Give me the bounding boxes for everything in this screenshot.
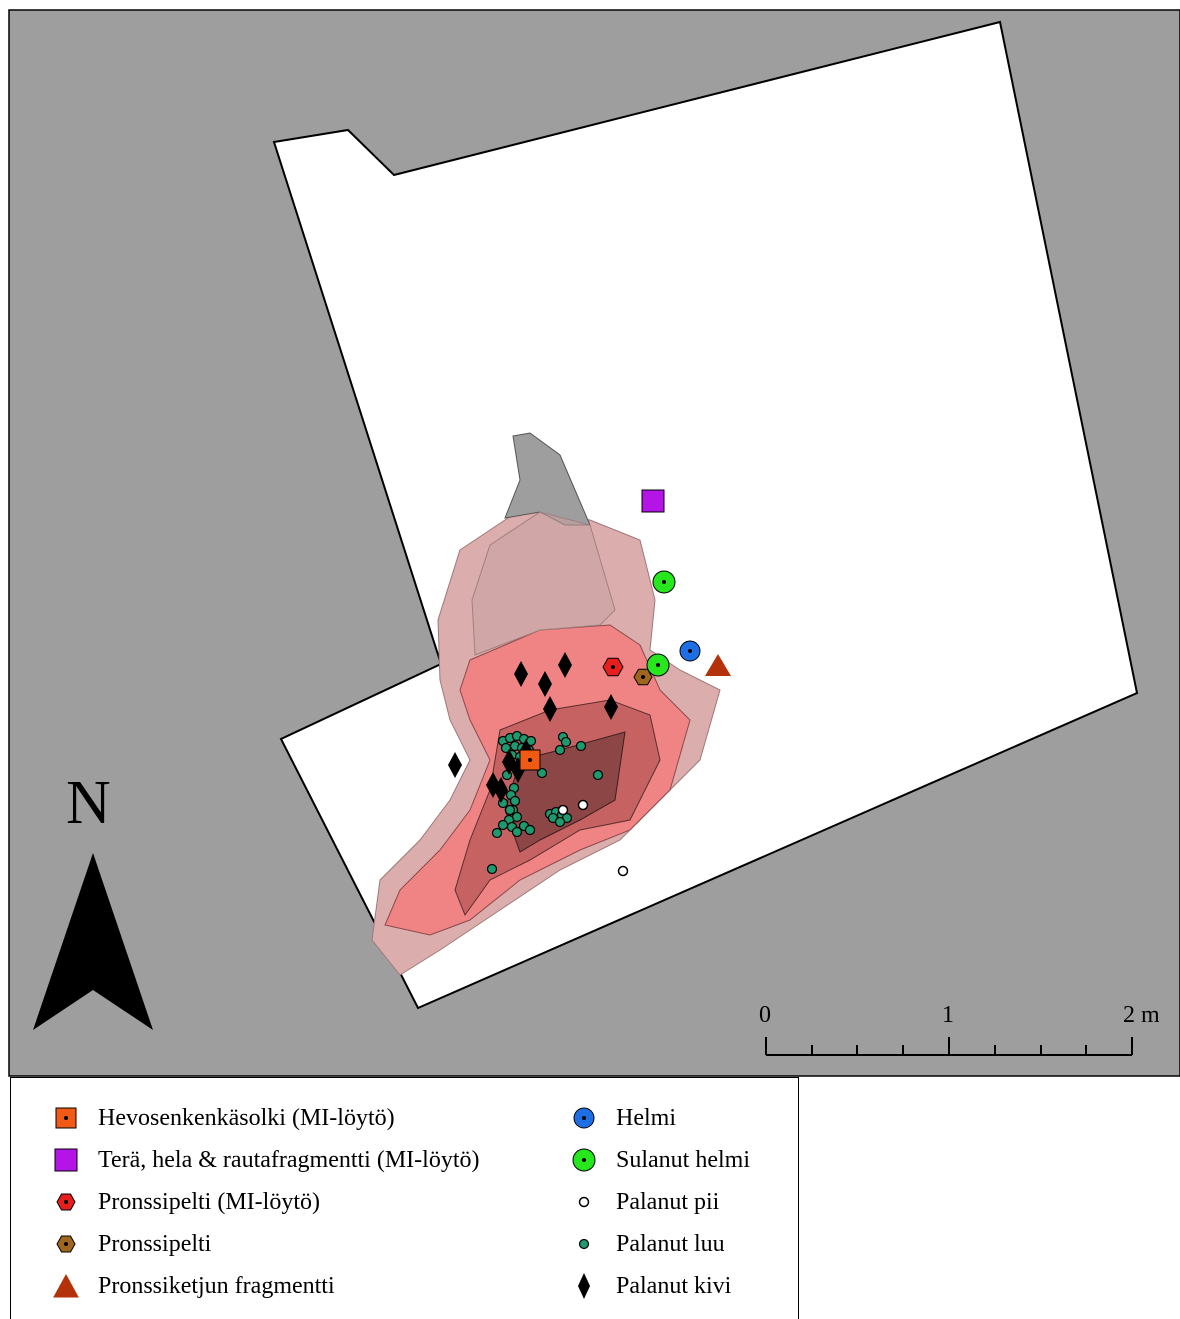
legend-item-pronssipelti: Pronssipelti: [46, 1224, 211, 1264]
burnt-stone-marker: [558, 652, 572, 678]
legend-label: Palanut luu: [616, 1230, 725, 1257]
bronze-chain-marker: [705, 654, 731, 676]
burnt-stone-marker: [604, 694, 618, 720]
scale-bar: [765, 1037, 1133, 1056]
legend-item-sulanut-helmi: Sulanut helmi: [564, 1140, 750, 1180]
black-diamond-icon: [578, 1273, 590, 1299]
legend-item-hevosenkenkasolki: Hevosenkenkäsolki (MI-löytö): [46, 1098, 395, 1138]
finds-layer: [448, 489, 731, 877]
north-label: N: [66, 769, 111, 837]
burnt-bone-marker: [554, 744, 566, 756]
scale-label-2: 2 m: [1123, 1002, 1160, 1028]
white-dot-icon: [578, 1196, 590, 1208]
burnt-bone-marker: [509, 795, 521, 807]
melted-bead-marker-center: [656, 663, 660, 667]
burnt-bone-marker: [486, 863, 498, 875]
burnt-stone-marker: [448, 752, 462, 778]
burnt-bone-marker: [592, 769, 604, 781]
stone-shadow: [471, 511, 616, 656]
legend: Hevosenkenkäsolki (MI-löytö) Terä, hela …: [10, 1077, 799, 1319]
burnt-bone-marker: [560, 736, 572, 748]
bead-marker-center: [688, 649, 692, 653]
burnt-bone-marker: [536, 767, 548, 779]
melted-bead-marker-center: [662, 580, 666, 584]
legend-label: Hevosenkenkäsolki (MI-löytö): [98, 1104, 395, 1131]
scale-label-1: 1: [942, 1002, 954, 1028]
scale-label-0: 0: [759, 1002, 771, 1028]
north-arrow-icon: [33, 853, 153, 1030]
burnt-bone-marker: [575, 740, 587, 752]
legend-item-helmi: Helmi: [564, 1098, 676, 1138]
red-hexagon-icon: [56, 1193, 76, 1211]
legend-label: Palanut pii: [616, 1188, 720, 1215]
bronze-sheet-marker-center: [641, 675, 645, 679]
burnt-stone-marker: [494, 777, 508, 803]
legend-item-tera-hela: Terä, hela & rautafragmentti (MI-löytö): [46, 1140, 480, 1180]
blue-circle-icon: [573, 1107, 595, 1129]
legend-item-palanut-luu: Palanut luu: [564, 1224, 725, 1264]
burnt-bone-marker: [524, 824, 536, 836]
legend-item-pronssiketjun: Pronssiketjun fragmentti: [46, 1266, 335, 1306]
burnt-bone-marker: [491, 827, 503, 839]
burnt-flint-marker: [617, 865, 629, 877]
legend-label: Helmi: [616, 1104, 676, 1131]
blade-mount-iron-marker: [641, 489, 665, 513]
burnt-bone-marker: [511, 826, 523, 838]
burnt-stone-marker: [543, 696, 557, 722]
burnt-bone-marker: [504, 804, 516, 816]
legend-label: Pronssipelti (MI-löytö): [98, 1188, 320, 1215]
legend-label: Pronssiketjun fragmentti: [98, 1272, 335, 1299]
burnt-stone-marker: [538, 671, 552, 697]
legend-label: Palanut kivi: [616, 1272, 732, 1299]
burnt-flint-marker: [577, 799, 589, 811]
brown-hexagon-icon: [56, 1235, 76, 1253]
legend-label: Sulanut helmi: [616, 1146, 750, 1173]
green-circle-icon: [572, 1148, 596, 1172]
burnt-bone-marker: [497, 819, 509, 831]
burnt-flint-marker: [557, 804, 569, 816]
horseshoe-brooch-marker-center: [528, 758, 532, 762]
legend-label: Terä, hela & rautafragmentti (MI-löytö): [98, 1146, 480, 1173]
legend-item-palanut-pii: Palanut pii: [564, 1182, 719, 1222]
legend-label: Pronssipelti: [98, 1230, 212, 1257]
purple-square-icon: [54, 1148, 78, 1172]
green-dot-icon: [578, 1238, 590, 1250]
legend-item-palanut-kivi: Palanut kivi: [564, 1266, 731, 1306]
orange-square-icon: [55, 1107, 77, 1129]
burnt-bone-marker: [554, 816, 566, 828]
legend-item-pronssipelti-mi: Pronssipelti (MI-löytö): [46, 1182, 320, 1222]
bronze-sheet-mi-marker-center: [611, 665, 615, 669]
burnt-stone-marker: [514, 661, 528, 687]
triangle-icon: [53, 1273, 79, 1298]
